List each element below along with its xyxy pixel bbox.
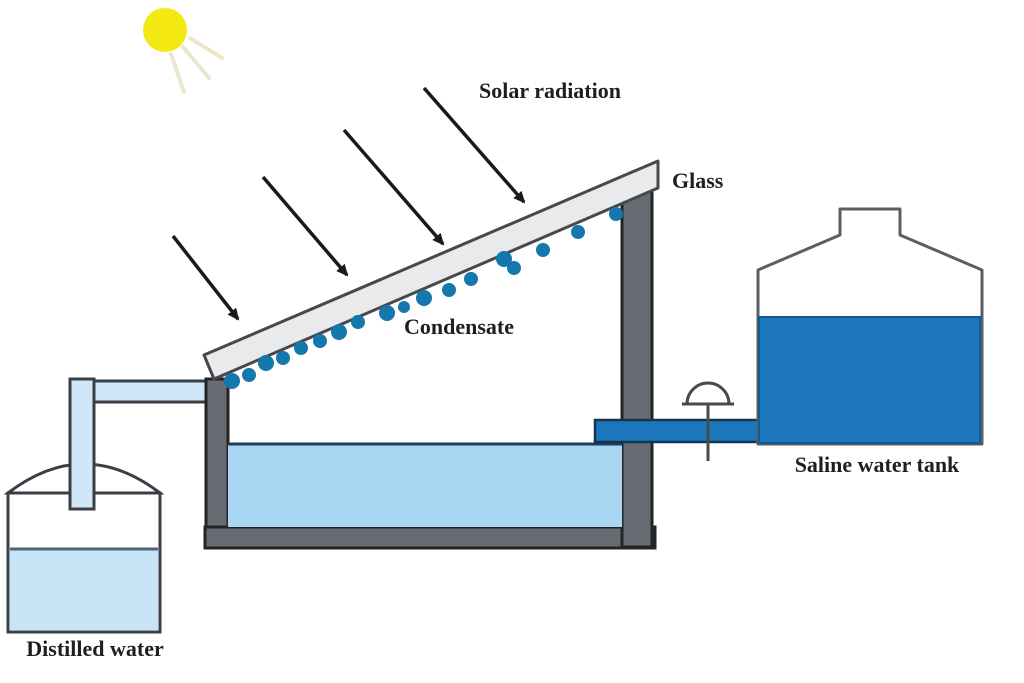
drain-pipe	[68, 377, 96, 511]
sun	[143, 8, 224, 94]
glass-cover	[202, 159, 660, 381]
collection-trough	[90, 379, 210, 404]
saline-feed-pipe	[593, 418, 760, 444]
radiation-arrow	[422, 86, 526, 204]
basin-water	[228, 442, 622, 527]
basin-bottom	[203, 525, 657, 550]
saline-water-tank	[756, 207, 984, 446]
condensate-droplet	[276, 351, 290, 365]
basin-right-wall	[620, 178, 654, 549]
condensate-droplet	[294, 341, 308, 355]
condensate-droplet	[442, 283, 456, 297]
radiation-arrow	[171, 234, 240, 321]
basin-left-wall	[204, 377, 230, 549]
condensate-droplet	[224, 373, 240, 389]
condensate-droplet	[609, 207, 623, 221]
solar-radiation-arrows	[171, 86, 526, 321]
sun-ray-icon	[181, 45, 211, 80]
condensate-droplet	[242, 368, 256, 382]
saline-water-tank-label: Saline water tank	[795, 452, 960, 477]
condensate-droplet	[351, 315, 365, 329]
radiation-arrow	[261, 175, 349, 277]
condensate-droplets	[224, 207, 623, 389]
condensate-droplet	[464, 272, 478, 286]
glass-label: Glass	[672, 168, 724, 193]
condensate-droplet	[496, 251, 512, 267]
sun-ray-icon	[169, 52, 186, 94]
condensate-droplet	[416, 290, 432, 306]
radiation-arrow	[342, 128, 445, 246]
feed-valve	[682, 381, 734, 461]
labels: Solar radiation Glass Condensate Saline …	[26, 78, 960, 661]
condensate-droplet	[331, 324, 347, 340]
condensate-droplet	[313, 334, 327, 348]
condensate-label: Condensate	[404, 314, 514, 339]
condensate-droplet	[571, 225, 585, 239]
basin-water-fill	[228, 443, 622, 527]
condensate-droplet	[398, 301, 410, 313]
valve-icon	[685, 381, 731, 406]
sun-icon	[143, 8, 187, 52]
sun-ray-icon	[188, 36, 224, 60]
solar-radiation-label: Solar radiation	[479, 78, 621, 103]
tank-water	[758, 316, 981, 444]
jar-water	[10, 548, 158, 630]
condensate-droplet	[258, 355, 274, 371]
condensate-droplet	[536, 243, 550, 257]
distilled-water-label: Distilled water	[26, 636, 164, 661]
condensate-droplet	[379, 305, 395, 321]
condensate-droplet	[507, 261, 521, 275]
distilled-water-jar	[3, 462, 165, 634]
